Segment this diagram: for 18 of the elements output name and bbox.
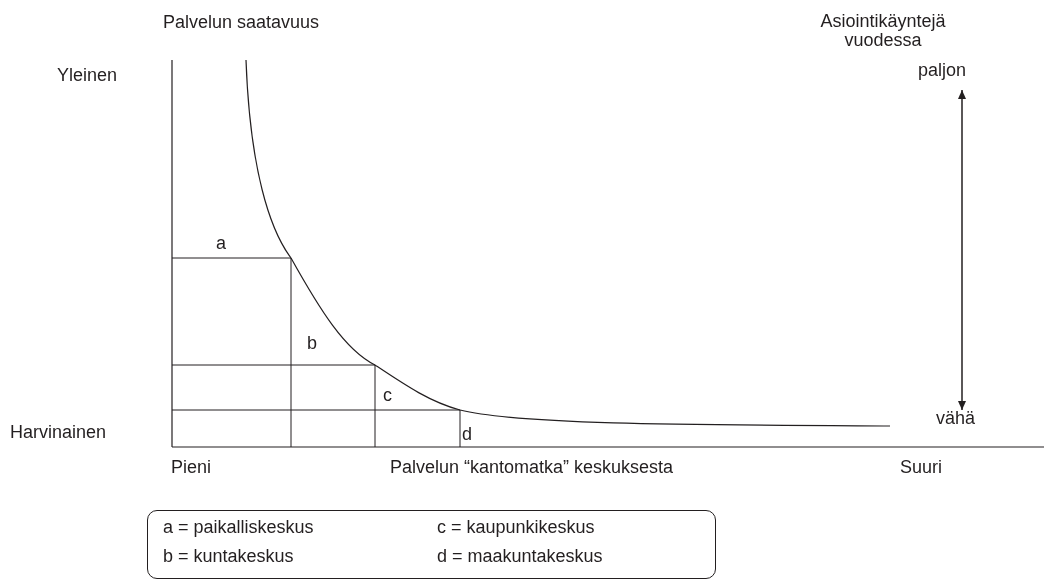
legend-entry: d = maakuntakeskus bbox=[437, 546, 603, 567]
legend-entry: b = kuntakeskus bbox=[163, 546, 294, 567]
region-letter: b bbox=[307, 333, 317, 354]
region-letter: a bbox=[216, 233, 226, 254]
axis-title: Asiointikäyntejä vuodessa bbox=[819, 12, 947, 50]
region-letter: d bbox=[462, 424, 472, 445]
axis-label: Pieni bbox=[171, 457, 212, 478]
legend-entry: a = paikalliskeskus bbox=[163, 517, 314, 538]
axis-label: Yleinen bbox=[57, 65, 118, 86]
axis-title: Palvelun “kantomatka” keskuksesta bbox=[390, 457, 674, 478]
scale-label: vähä bbox=[936, 408, 976, 429]
axis-label: Suuri bbox=[900, 457, 943, 478]
legend-entry: c = kaupunkikeskus bbox=[437, 517, 595, 538]
axis-title: Palvelun saatavuus bbox=[163, 12, 320, 33]
region-letter: c bbox=[383, 385, 392, 406]
axis-label: Harvinainen bbox=[10, 422, 107, 443]
legend-box bbox=[147, 510, 716, 579]
scale-label: paljon bbox=[918, 60, 967, 81]
